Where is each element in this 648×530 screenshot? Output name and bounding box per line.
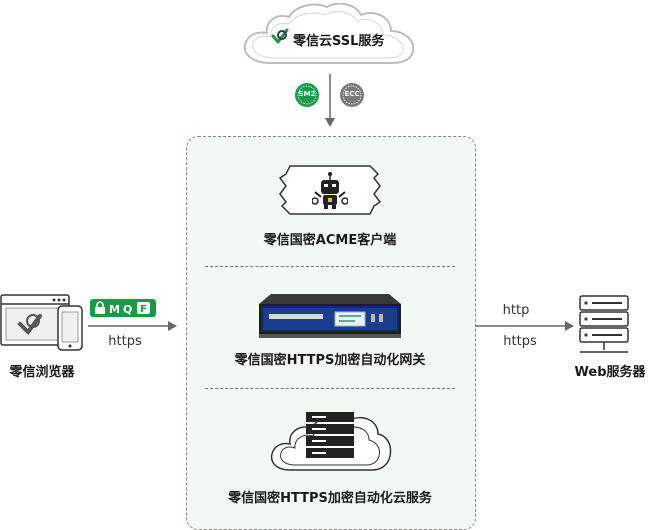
gateway-label: 零信国密HTTPS加密自动化网关	[234, 353, 426, 368]
robot-icon	[312, 172, 348, 210]
ssl-service-cloud: 零信云SSL服务	[241, 3, 417, 69]
browser-label: 零信浏览器	[9, 365, 75, 380]
svg-text:Q: Q	[123, 303, 132, 316]
browser-device-icon	[0, 294, 84, 354]
acme-client-label: 零信国密ACME客户端	[263, 233, 397, 248]
gateway-device-icon	[257, 292, 403, 340]
sm2-badge: SM2	[294, 82, 320, 108]
lock-icon	[95, 301, 105, 314]
divider-2	[205, 388, 455, 389]
ssl-service-label: 零信云SSL服务	[293, 34, 385, 49]
browser-to-panel-arrow	[88, 320, 178, 332]
svg-text:F: F	[140, 304, 147, 315]
browser-security-icons: M Q F	[90, 299, 156, 317]
web-server-label: Web服务器	[574, 365, 646, 380]
cloud-service-label: 零信国密HTTPS加密自动化云服务	[228, 491, 432, 506]
cloud-service-icon	[268, 410, 392, 476]
zerotrust-logo-icon	[270, 27, 290, 47]
ecc-badge: ECC	[339, 82, 365, 108]
divider-1	[205, 266, 455, 267]
http-label: http	[502, 303, 530, 318]
browser-https-label: https	[108, 334, 142, 349]
https-label: https	[503, 334, 537, 349]
cloud-to-panel-arrow	[324, 74, 336, 128]
svg-text:M: M	[109, 303, 120, 316]
server-icon	[578, 294, 630, 356]
panel-to-server-arrow	[475, 320, 575, 332]
cloud-shape-icon	[243, 3, 415, 64]
